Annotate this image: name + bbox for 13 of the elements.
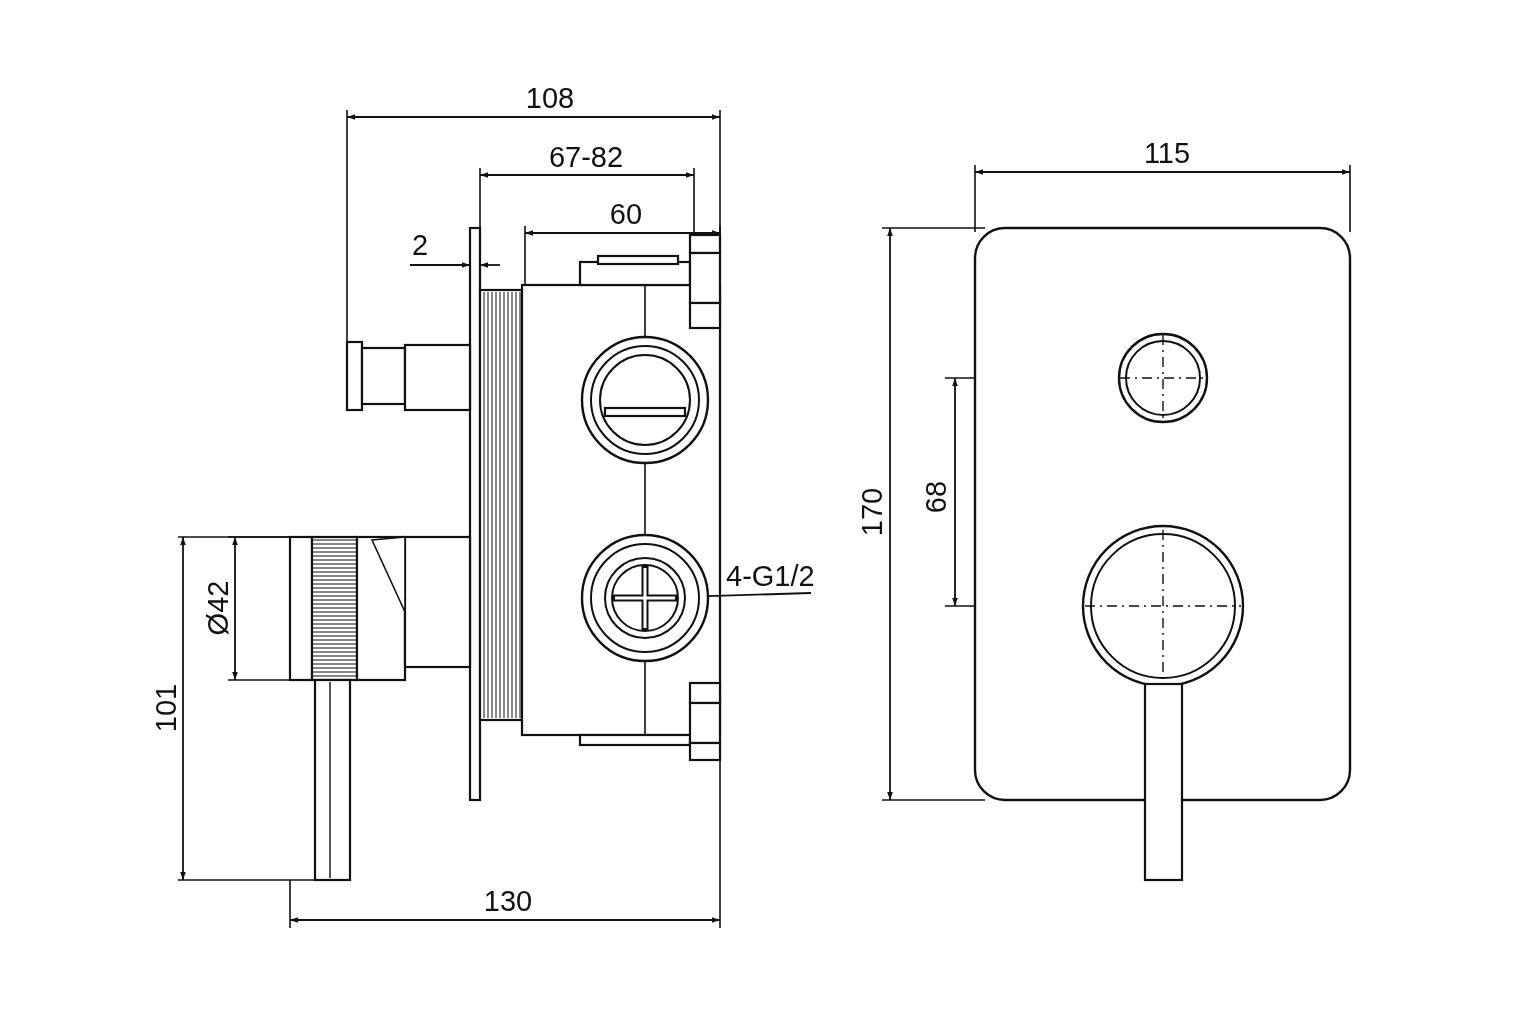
- dimension-value: 67-82: [548, 142, 624, 172]
- callout-label: 4-G1/2: [726, 562, 815, 591]
- inlet-port: [580, 533, 710, 663]
- dimension-value: 68: [921, 480, 951, 514]
- dimension-value: 115: [1143, 138, 1191, 168]
- dimension-value: 108: [525, 83, 575, 113]
- leader-line: [707, 592, 812, 597]
- dimension-value: 170: [857, 487, 887, 537]
- dimension-value: 60: [609, 199, 643, 229]
- diameter-value: Ø42: [203, 580, 233, 636]
- dimension-value: 2: [411, 230, 429, 260]
- dimension-value: 101: [151, 683, 181, 733]
- dimension-value: 130: [483, 886, 533, 916]
